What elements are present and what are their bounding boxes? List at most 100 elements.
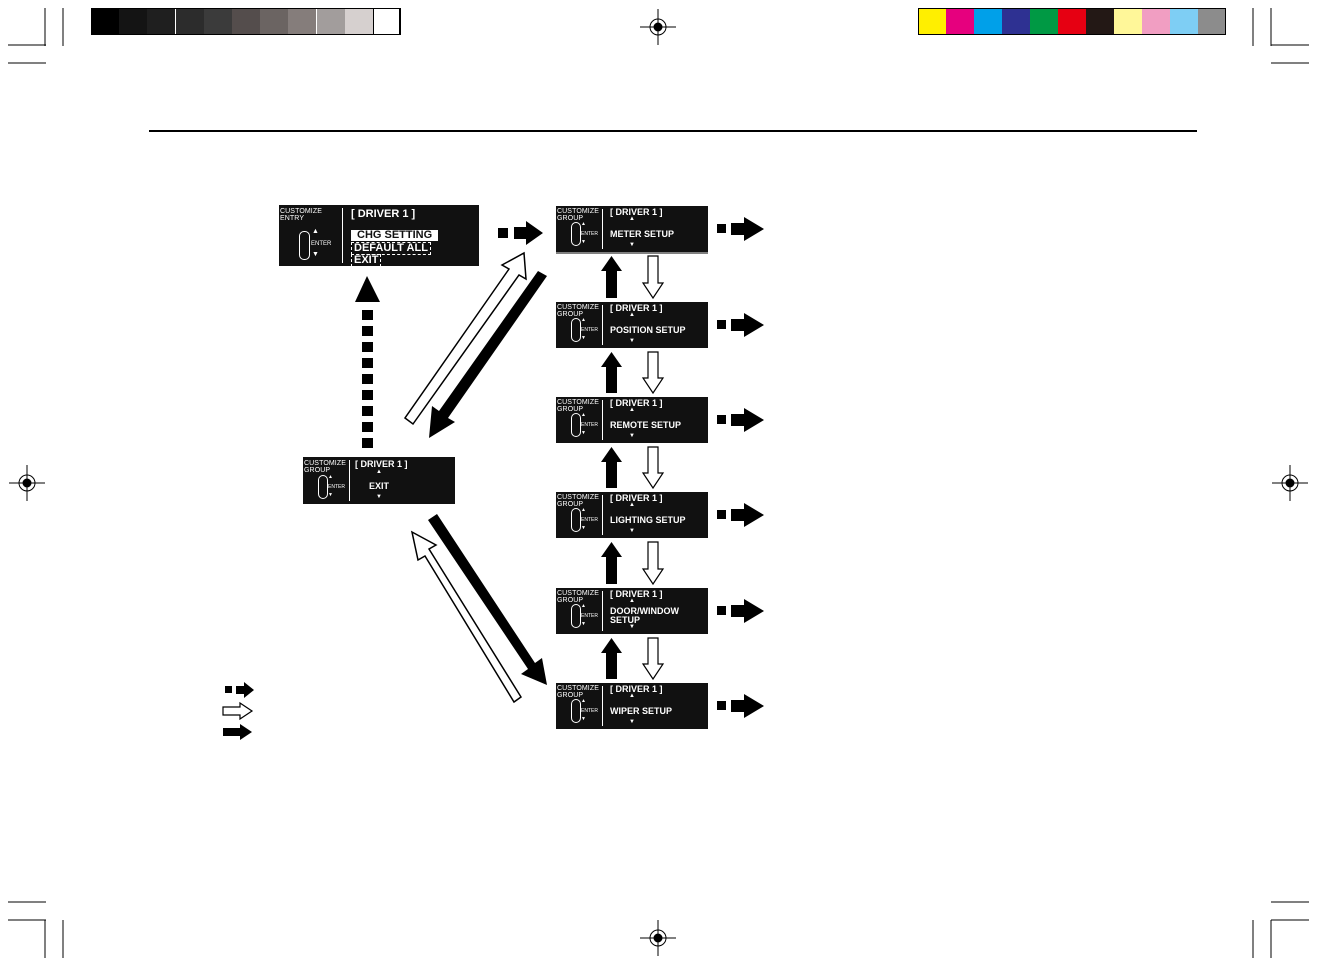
customize-entry-screen: CUSTOMIZE ENTRY ▲ ENTER ▼ [ DRIVER 1 ] C…: [279, 205, 479, 266]
menu-item-default-all[interactable]: DEFAULT ALL: [351, 242, 431, 255]
outline-arrow-down: [641, 446, 665, 490]
color-swatch-outline: [918, 8, 1226, 35]
outline-arrow-up-right-upper: [403, 251, 527, 426]
up-triangle-icon: ▲: [376, 469, 382, 475]
up-triangle-icon: ▲: [629, 693, 635, 699]
down-triangle-icon: ▼: [312, 251, 319, 258]
screen-divider: [602, 400, 603, 440]
menu-item-exit[interactable]: EXIT: [369, 481, 390, 491]
side-label: CUSTOMIZE GROUP: [557, 494, 599, 508]
solid-arrow-up: [601, 256, 622, 298]
gray-swatch: [344, 8, 373, 35]
registration-mark-top: [640, 9, 676, 45]
down-triangle-icon: ▼: [328, 492, 333, 498]
menu-item-chg-setting[interactable]: CHG SETTING: [351, 230, 439, 241]
down-triangle-icon: ▼: [581, 430, 586, 436]
up-triangle-icon: ▲: [581, 698, 586, 704]
down-triangle-icon: ▼: [376, 494, 382, 500]
color-swatch: [1086, 8, 1114, 35]
down-triangle-icon: ▼: [581, 716, 586, 722]
gray-swatch: [232, 8, 260, 35]
outline-arrow-down: [641, 541, 665, 586]
legend-outline-arrow-icon: [222, 701, 254, 721]
gray-swatch: [203, 8, 232, 35]
menu-item-group[interactable]: REMOTE SETUP: [610, 420, 682, 430]
down-triangle-icon: ▼: [629, 528, 635, 534]
screen-divider: [602, 495, 603, 535]
color-swatch: [1142, 8, 1170, 35]
registration-mark-right: [1272, 465, 1308, 501]
dashed-arrow-up: [355, 276, 380, 448]
customize-group-screen: CUSTOMIZE GROUP▲ENTER▼[ DRIVER 1 ]▲METER…: [556, 206, 708, 252]
dashed-arrow-right: [717, 408, 764, 432]
customize-exit-screen: CUSTOMIZE GROUP ▲ ENTER ▼ [ DRIVER 1 ] ▲…: [303, 457, 455, 504]
up-triangle-icon: ▲: [328, 474, 333, 480]
gray-swatch: [260, 8, 289, 35]
color-swatch: [1058, 8, 1086, 35]
gray-swatch: [91, 8, 119, 35]
dashed-arrow-right: [717, 313, 764, 337]
menu-item-group[interactable]: LIGHTING SETUP: [610, 515, 686, 525]
solid-arrow-up: [601, 638, 622, 679]
screen-header: [ DRIVER 1 ]: [610, 207, 663, 217]
dashed-arrow-right: [717, 217, 764, 241]
selector-knob-icon: [571, 222, 581, 246]
menu-item-group[interactable]: POSITION SETUP: [610, 325, 686, 335]
solid-arrow-down-left-upper: [429, 271, 547, 438]
down-triangle-icon: ▼: [581, 621, 586, 627]
enter-label: ENTER: [581, 517, 598, 523]
screen-header: [ DRIVER 1 ]: [355, 459, 408, 469]
down-triangle-icon: ▼: [581, 335, 586, 341]
up-triangle-icon: ▲: [629, 216, 635, 222]
menu-item-group[interactable]: DOOR/WINDOW SETUP: [610, 606, 679, 625]
screen-header: [ DRIVER 1 ]: [610, 303, 663, 313]
down-triangle-icon: ▼: [629, 338, 635, 344]
solid-arrow-down-right-lower: [428, 514, 547, 685]
registration-mark-left: [9, 465, 45, 501]
down-triangle-icon: ▼: [581, 525, 586, 531]
dashed-arrow-right: [717, 599, 764, 623]
up-triangle-icon: ▲: [581, 317, 586, 323]
enter-label: ENTER: [581, 422, 598, 428]
enter-label: ENTER: [581, 231, 598, 237]
screen-header: [ DRIVER 1 ]: [610, 684, 663, 694]
outline-arrow-down: [641, 255, 665, 300]
customize-group-screen: CUSTOMIZE GROUP▲ENTER▼[ DRIVER 1 ]▲POSIT…: [556, 302, 708, 348]
screen-divider: [342, 208, 343, 263]
screen-header: [ DRIVER 1 ]: [610, 493, 663, 503]
down-triangle-icon: ▼: [629, 433, 635, 439]
outline-arrow-up-left-lower: [410, 530, 523, 704]
color-swatch: [974, 8, 1002, 35]
screen-header: [ DRIVER 1 ]: [610, 589, 663, 599]
down-triangle-icon: ▼: [629, 242, 635, 248]
solid-arrow-up: [601, 352, 622, 393]
menu-item-group[interactable]: METER SETUP: [610, 229, 675, 239]
screen-divider: [602, 209, 603, 249]
menu-item-group[interactable]: WIPER SETUP: [610, 706, 673, 716]
selector-knob-icon: [571, 604, 581, 628]
color-swatch: [1114, 8, 1142, 35]
legend-solid-arrow-icon: [223, 724, 252, 740]
selector-knob-icon: [571, 318, 581, 342]
gray-swatch-outline: [91, 8, 400, 35]
menu-item-exit[interactable]: EXIT: [351, 254, 382, 266]
color-swatch: [918, 8, 946, 35]
up-triangle-icon: ▲: [629, 312, 635, 318]
gray-swatch: [147, 8, 176, 35]
screen-divider: [602, 686, 603, 726]
side-label: CUSTOMIZE ENTRY: [280, 208, 322, 222]
customize-group-screen: CUSTOMIZE GROUP▲ENTER▼[ DRIVER 1 ]▲DOOR/…: [556, 588, 708, 634]
color-swatch: [946, 8, 974, 35]
side-label: CUSTOMIZE GROUP: [557, 304, 599, 318]
up-triangle-icon: ▲: [629, 502, 635, 508]
side-label: CUSTOMIZE GROUP: [557, 399, 599, 413]
solid-arrow-up: [601, 542, 622, 584]
gray-swatch: [175, 8, 204, 35]
screen-header: [ DRIVER 1 ]: [351, 208, 416, 220]
customize-group-screen: CUSTOMIZE GROUP▲ENTER▼[ DRIVER 1 ]▲LIGHT…: [556, 492, 708, 538]
side-label: CUSTOMIZE GROUP: [557, 208, 599, 222]
screen-header: [ DRIVER 1 ]: [610, 398, 663, 408]
outline-arrow-down: [641, 351, 665, 395]
gray-swatch: [316, 8, 345, 35]
color-swatch: [1198, 8, 1226, 35]
